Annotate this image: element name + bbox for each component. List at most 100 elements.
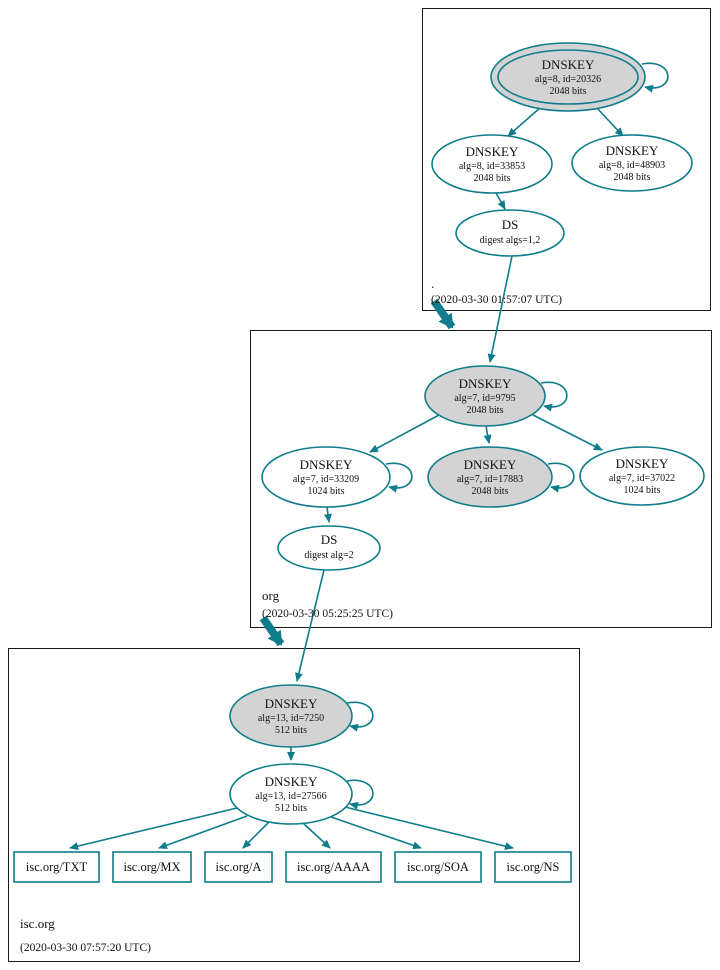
dnskey-33853-ellipse: [431, 134, 553, 194]
dnskey-node-27566: DNSKEY alg=13, id=27566 512 bits: [229, 763, 353, 825]
ds-org-title: DS: [321, 532, 338, 547]
dnskey-48903-size: 2048 bits: [614, 172, 651, 183]
edge-dnskey-27566-to-ns: [344, 806, 514, 850]
dnskey-node-33853: DNSKEY alg=8, id=33853 2048 bits: [431, 134, 553, 194]
dnskey-20326-outer-ellipse: [490, 42, 646, 112]
dnskey-7250-ellipse: [229, 684, 353, 748]
rrset-ns-label: isc.org/NS: [507, 860, 560, 874]
dnskey-node-20326: DNSKEY alg=8, id=20326 2048 bits: [490, 42, 646, 112]
zone-timestamp-root: (2020-03-30 01:57:07 UTC): [431, 294, 562, 306]
dnskey-9795-title: DNSKEY: [459, 376, 512, 391]
dnskey-27566-size: 512 bits: [275, 803, 307, 814]
edge-org-ds-to-isc-dnskey: [295, 569, 325, 682]
dnskey-9795-size: 2048 bits: [467, 405, 504, 416]
edge-dnskey-20326-to-33853: [507, 106, 542, 137]
dnskey-48903-ellipse: [571, 134, 693, 192]
selfloop-dnskey-27566: [346, 779, 374, 810]
edge-dnskey-27566-to-a: [242, 821, 270, 849]
edge-dnskey-33853-to-ds: [495, 192, 506, 210]
edge-dnskey-27566-to-soa: [330, 816, 422, 850]
rrset-node-isc-org-mx: isc.org/MX: [112, 851, 192, 883]
edge-dnskey-27566-to-aaaa: [302, 822, 331, 849]
dnskey-17883-title: DNSKEY: [464, 457, 517, 472]
dnskey-27566-ellipse: [229, 763, 353, 825]
dnskey-node-48903: DNSKEY alg=8, id=48903 2048 bits: [571, 134, 693, 192]
dnskey-node-9795: DNSKEY alg=7, id=9795 2048 bits: [424, 365, 546, 427]
dnskey-27566-detail: alg=13, id=27566: [255, 791, 326, 802]
dnskey-17883-ellipse: [427, 446, 553, 508]
dnskey-27566-title: DNSKEY: [265, 774, 318, 789]
dnskey-37022-detail: alg=7, id=37022: [609, 473, 675, 484]
rrset-node-isc-org-a: isc.org/A: [204, 851, 273, 883]
edge-dnskey-27566-to-mx: [158, 815, 248, 850]
dnskey-7250-title: DNSKEY: [265, 696, 318, 711]
dnskey-33209-ellipse: [261, 446, 391, 508]
dnskey-48903-detail: alg=8, id=48903: [599, 160, 665, 171]
rrset-txt-rect: [13, 851, 100, 883]
dnskey-9795-detail: alg=7, id=9795: [454, 393, 515, 404]
selfloop-dnskey-17883: [547, 462, 575, 493]
dnskey-20326-title: DNSKEY: [542, 57, 595, 72]
dnskey-33209-size: 1024 bits: [308, 486, 345, 497]
rrset-node-isc-org-txt: isc.org/TXT: [13, 851, 100, 883]
rrset-txt-label: isc.org/TXT: [26, 860, 88, 874]
dnskey-20326-inner-ellipse: [497, 49, 639, 105]
dnskey-20326-detail: alg=8, id=20326: [535, 74, 601, 85]
dnskey-33853-detail: alg=8, id=33853: [459, 161, 525, 172]
ds-root-title: DS: [502, 217, 519, 232]
dnskey-37022-title: DNSKEY: [616, 456, 669, 471]
edge-dnskey-20326-to-48903: [596, 107, 624, 137]
dnskey-node-33209: DNSKEY alg=7, id=33209 1024 bits: [261, 446, 391, 508]
dnskey-7250-detail: alg=13, id=7250: [258, 713, 324, 724]
ds-node-root: DS digest algs=1,2: [455, 209, 565, 257]
edge-dnskey-27566-to-txt: [69, 807, 238, 851]
dnskey-33209-title: DNSKEY: [300, 457, 353, 472]
rrset-node-isc-org-soa: isc.org/SOA: [394, 851, 482, 883]
zone-label-root: .: [431, 276, 434, 291]
selfloop-dnskey-33209: [385, 462, 413, 493]
dnskey-17883-detail: alg=7, id=17883: [457, 474, 523, 485]
selfloop-dnskey-9795: [540, 381, 568, 412]
rrset-a-label: isc.org/A: [216, 860, 262, 874]
dnskey-33209-detail: alg=7, id=33209: [293, 474, 359, 485]
selfloop-dnskey-20326: [641, 62, 669, 93]
delegation-arrow-root-to-org: [430, 298, 456, 330]
rrset-aaaa-rect: [285, 851, 382, 883]
dnskey-9795-ellipse: [424, 365, 546, 427]
rrset-soa-label: isc.org/SOA: [407, 860, 469, 874]
zone-timestamp-isc-org: (2020-03-30 07:57:20 UTC): [20, 942, 151, 954]
rrset-node-isc-org-ns: isc.org/NS: [494, 851, 572, 883]
ds-root-detail: digest algs=1,2: [480, 235, 541, 246]
zone-timestamp-org: (2020-03-30 05:25:25 UTC): [262, 608, 393, 620]
rrset-ns-rect: [494, 851, 572, 883]
dnskey-7250-size: 512 bits: [275, 725, 307, 736]
ds-org-detail: digest alg=2: [304, 550, 353, 561]
ds-node-org: DS digest alg=2: [277, 525, 381, 571]
edge-dnskey-9795-to-33209: [369, 414, 440, 453]
dnskey-17883-size: 2048 bits: [472, 486, 509, 497]
ds-root-ellipse: [455, 209, 565, 257]
edge-dnskey-33209-to-ds: [323, 506, 332, 523]
zone-label-isc-org: isc.org: [20, 916, 55, 931]
rrset-node-isc-org-aaaa: isc.org/AAAA: [285, 851, 382, 883]
dnskey-node-7250: DNSKEY alg=13, id=7250 512 bits: [229, 684, 353, 748]
edge-dnskey-9795-to-37022: [532, 414, 603, 451]
dnskey-33853-size: 2048 bits: [474, 173, 511, 184]
dnskey-20326-size: 2048 bits: [550, 86, 587, 97]
dnskey-48903-title: DNSKEY: [606, 143, 659, 158]
dnskey-37022-ellipse: [579, 446, 705, 506]
dnskey-node-17883: DNSKEY alg=7, id=17883 2048 bits: [427, 446, 553, 508]
rrset-mx-rect: [112, 851, 192, 883]
selfloop-dnskey-7250: [346, 701, 374, 732]
dnskey-37022-size: 1024 bits: [624, 485, 661, 496]
rrset-a-rect: [204, 851, 273, 883]
ds-org-ellipse: [277, 525, 381, 571]
dnskey-node-37022: DNSKEY alg=7, id=37022 1024 bits: [579, 446, 705, 506]
rrset-soa-rect: [394, 851, 482, 883]
rrset-aaaa-label: isc.org/AAAA: [297, 860, 370, 874]
zone-label-org: org: [262, 588, 280, 603]
edge-dnskey-9795-to-17883: [483, 425, 492, 444]
edge-root-ds-to-org-dnskey: [487, 255, 513, 363]
